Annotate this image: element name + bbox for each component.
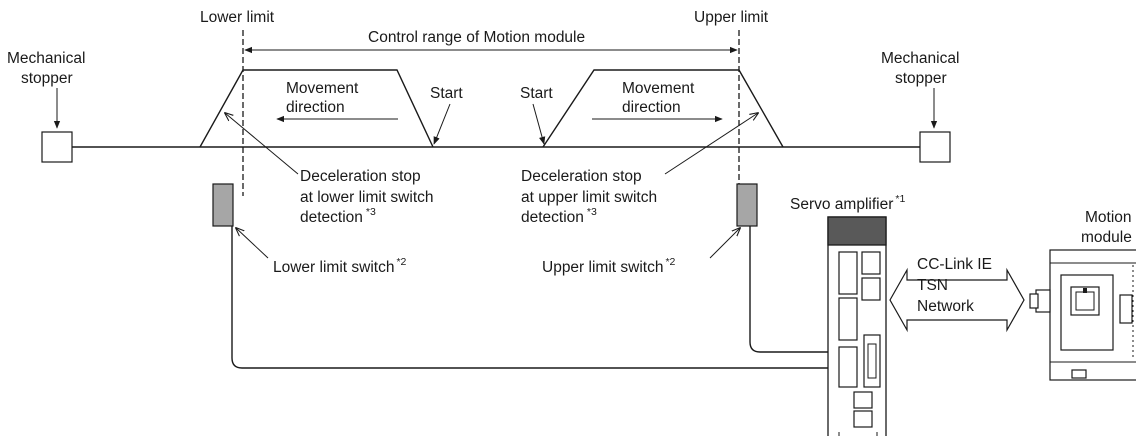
decel-upper-pointer (664, 113, 758, 175)
decel-upper-label-1: Deceleration stop (521, 168, 642, 185)
lower-switch-pointer (236, 228, 269, 259)
mech-stopper-right (919, 131, 951, 163)
mech-stopper-right-label-2: stopper (895, 70, 947, 87)
start-left-pointer (433, 103, 451, 145)
upper-switch-pointer (709, 228, 740, 259)
decel-lower-label-1: Deceleration stop (300, 168, 421, 185)
right-trapezoid-path (542, 69, 784, 148)
lower-limit-switch (212, 183, 234, 227)
mech-stopper-right-label-1: Mechanical (881, 50, 959, 67)
decel-lower-pointer (225, 113, 299, 175)
network-double-arrow (889, 267, 1025, 333)
motion-module-label-2: module (1081, 229, 1132, 246)
servo-amp-label: Servo amplifier*1 (790, 193, 905, 213)
motion-module (1049, 249, 1136, 381)
decel-upper-label-2: at upper limit switch (521, 189, 657, 206)
motion-module-label-1: Motion (1085, 209, 1132, 226)
start-right-label: Start (520, 85, 553, 102)
movement-left-label-1: Movement (286, 80, 359, 97)
upper-switch-label: Upper limit switch*2 (542, 256, 676, 276)
upper-limit-switch (736, 183, 758, 227)
decel-upper-label-3: detection*3 (521, 206, 597, 226)
mech-stopper-left (41, 131, 73, 163)
start-right-pointer (532, 103, 546, 145)
module-connector (1029, 289, 1051, 313)
mech-stopper-left-label-2: stopper (21, 70, 73, 87)
servo-amplifier (827, 216, 887, 436)
upper-switch-wire (749, 226, 840, 353)
movement-right-label-2: direction (622, 99, 681, 116)
lower-switch-wire (231, 226, 840, 369)
network-label-1: CC-Link IE (917, 256, 992, 273)
start-left-label: Start (430, 85, 463, 102)
left-trapezoid-path (199, 69, 434, 148)
mech-stopper-left-label-1: Mechanical (7, 50, 85, 67)
decel-lower-label-2: at lower limit switch (300, 189, 434, 206)
decel-lower-label-3: detection*3 (300, 206, 376, 226)
control-range-label: Control range of Motion module (368, 29, 585, 46)
lower-limit-label: Lower limit (200, 9, 275, 26)
network-label-3: Network (917, 298, 974, 315)
upper-limit-label: Upper limit (694, 9, 769, 26)
network-label-2: TSN (917, 277, 948, 294)
lower-switch-label: Lower limit switch*2 (273, 256, 407, 276)
movement-right-label-1: Movement (622, 80, 695, 97)
movement-left-label-2: direction (286, 99, 345, 116)
